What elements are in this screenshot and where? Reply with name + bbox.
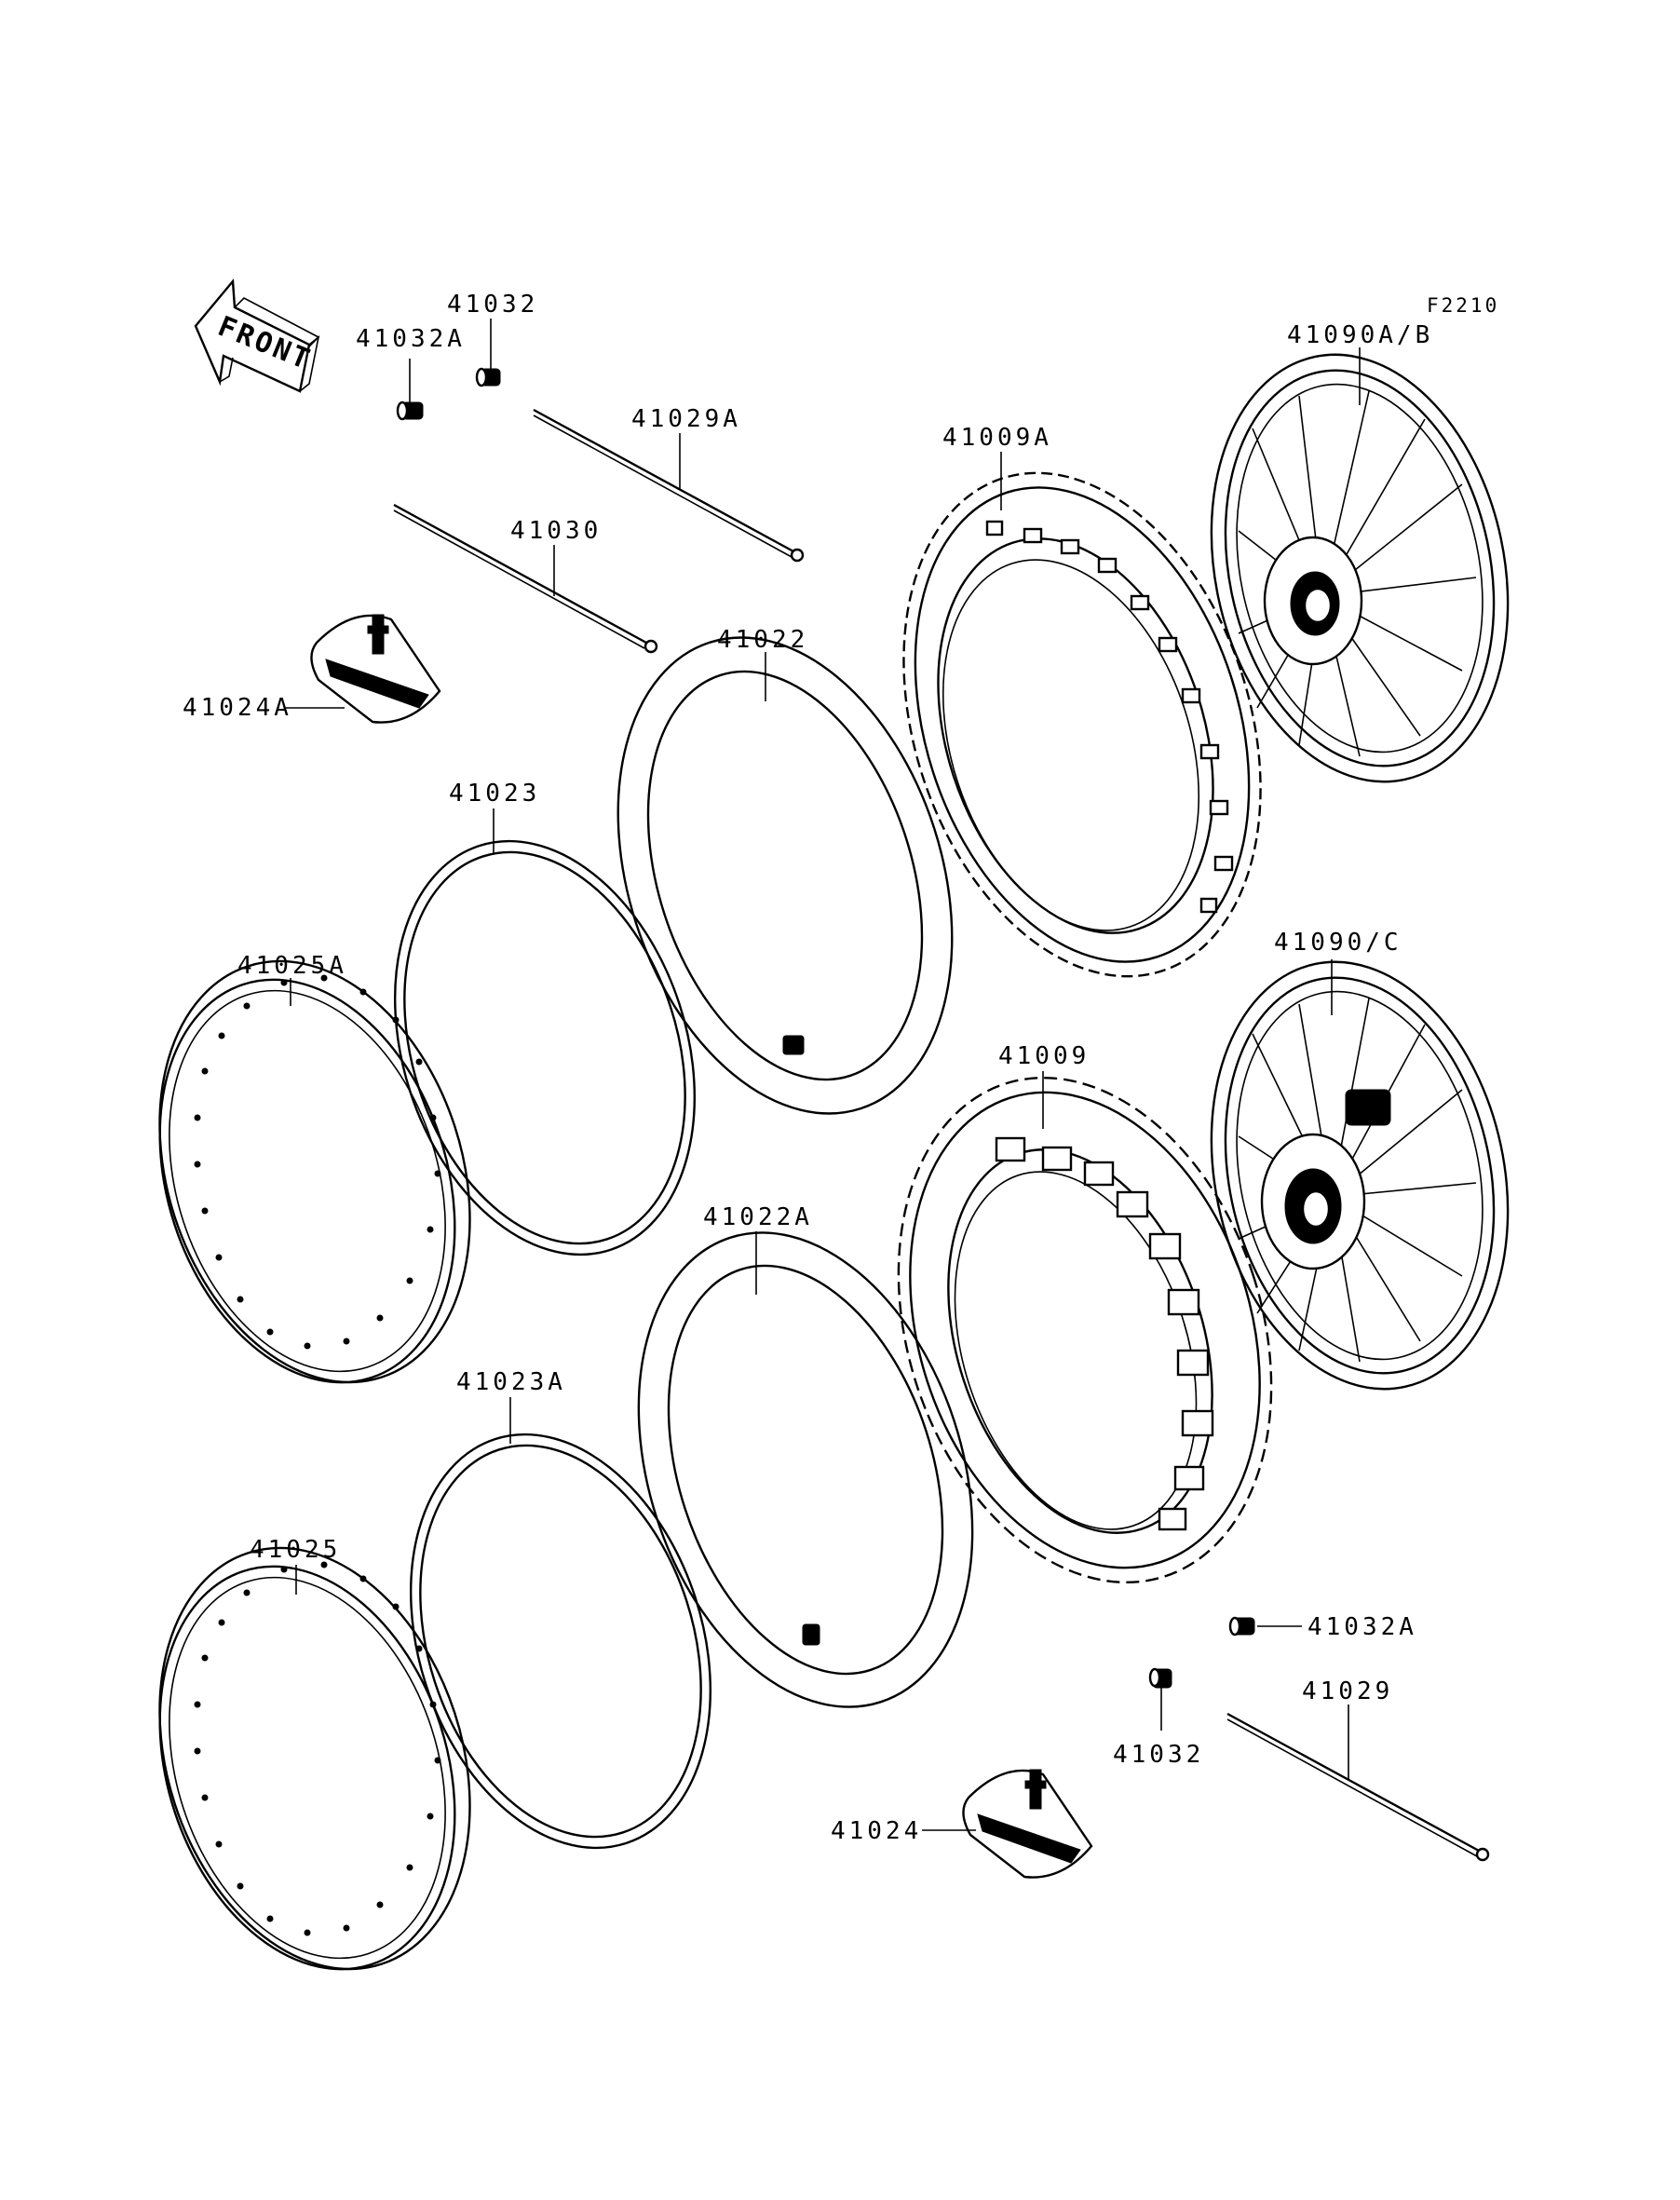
rim-tape-41023A: 41023A [409,1368,712,1850]
label-41024A: 41024A [183,694,292,722]
valve-nut-41032-bottom: 41032 [1113,1667,1204,1769]
spoke-41029A: 41029A [533,405,805,563]
label-41029A: 41029A [631,405,741,433]
front-arrow-icon: FRONT [194,278,320,393]
label-41024: 41024 [831,1817,922,1845]
inner-tube-41022A: 41022A [637,1203,974,1708]
label-41032-bottom: 41032 [1113,1741,1204,1769]
inner-tube-41022: 41022 [616,626,954,1115]
rim-41025: 41025 [158,1536,471,1971]
label-41029: 41029 [1302,1677,1393,1705]
label-41030: 41030 [510,517,602,545]
label-41025A: 41025A [237,952,347,980]
figure-code: F2210 [1427,294,1499,317]
label-41009: 41009 [998,1042,1090,1070]
rim-tape-41023: 41023 [393,780,697,1256]
label-41090AB: 41090A/B [1287,321,1433,349]
tire-41009: 41009 [897,1042,1273,1584]
valve-cap-41032A-top: 41032A [356,325,466,421]
label-41023: 41023 [449,780,540,808]
label-41032A-top: 41032A [356,325,466,353]
rim-band-41024A: 41024A [183,614,441,724]
rim-band-41024: 41024 [831,1769,1093,1879]
spoke-41030: 41030 [393,503,658,654]
valve-cap-41032A-bottom: 41032A [1228,1613,1417,1641]
label-41025: 41025 [250,1536,341,1564]
wheel-41090AB: 41090A/B [1210,321,1510,783]
label-41032-top: 41032 [447,291,538,319]
label-41023A: 41023A [456,1368,566,1396]
label-41090C: 41090/C [1274,929,1402,957]
wheel-41090C: 41090/C [1210,929,1510,1391]
label-41022: 41022 [717,626,808,654]
spoke-41029: 41029 [1226,1677,1490,1862]
valve-nut-41032-top: 41032 [447,291,538,387]
label-41022A: 41022A [703,1203,813,1231]
label-41009A: 41009A [942,424,1052,452]
tire-41009A: 41009A [902,424,1262,978]
label-41032A-bottom: 41032A [1307,1613,1417,1641]
rim-41025A: 41025A [158,952,471,1384]
